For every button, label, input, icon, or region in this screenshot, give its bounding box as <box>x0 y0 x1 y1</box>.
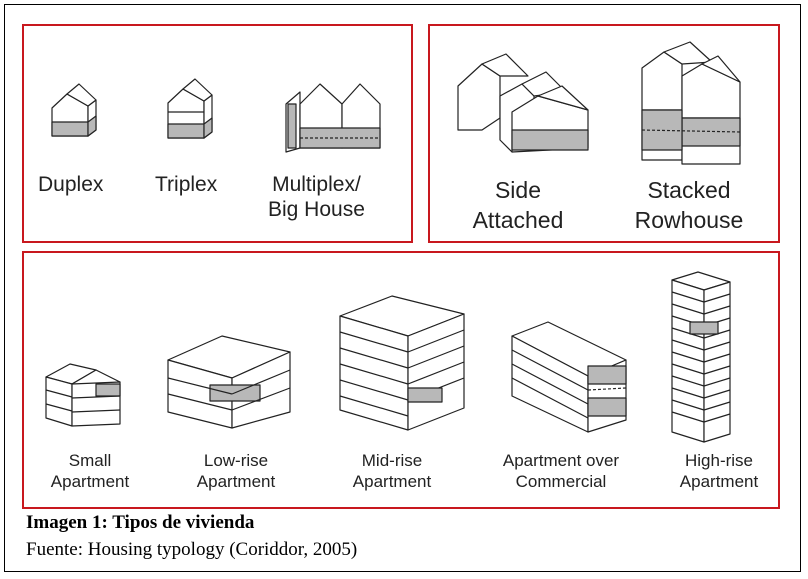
apartment-over-commercial-label: Apartment over Commercial <box>502 451 620 492</box>
small-apartment-illustration <box>45 363 121 427</box>
duplex-label: Duplex <box>38 173 104 196</box>
side-attached-label: Side Attached <box>472 177 564 233</box>
duplex-illustration <box>51 83 97 137</box>
triplex-label: Triplex <box>155 173 218 196</box>
mid-rise-apartment-illustration <box>339 295 465 431</box>
multiplex-label: Multiplex/ Big House <box>268 173 365 222</box>
low-rise-apartment-label: Low-rise Apartment <box>196 451 276 492</box>
figure-caption-source: Fuente: Housing typology (Coriddor, 2005… <box>26 539 358 560</box>
apartments-panel <box>22 251 780 509</box>
high-rise-apartment-illustration <box>671 271 731 443</box>
small-apartment-label: Small Apartment <box>50 451 130 492</box>
small-houses-panel <box>22 24 413 243</box>
mid-rise-apartment-label: Mid-rise Apartment <box>352 451 432 492</box>
triplex-illustration <box>167 78 213 139</box>
side-attached-illustration <box>457 53 589 153</box>
stacked-rowhouse-label: Stacked Rowhouse <box>634 177 744 233</box>
low-rise-apartment-illustration <box>167 335 291 429</box>
apartment-over-commercial-illustration <box>511 321 627 433</box>
attached-houses-panel <box>428 24 780 243</box>
multiplex-illustration <box>285 83 381 153</box>
figure-caption-title: Imagen 1: Tipos de vivienda <box>26 512 255 533</box>
stacked-rowhouse-illustration <box>641 41 741 165</box>
high-rise-apartment-label: High-rise Apartment <box>679 451 759 492</box>
